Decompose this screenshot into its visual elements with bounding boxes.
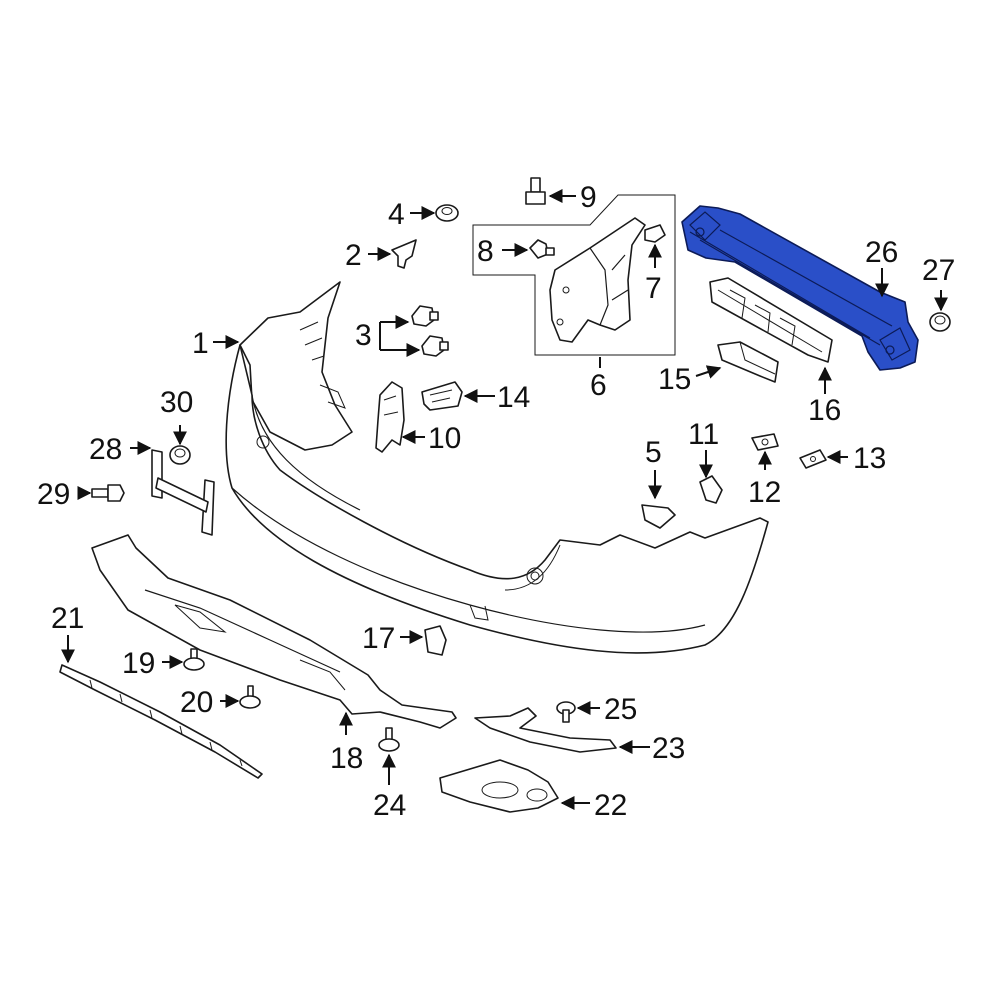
callout-9: 9 bbox=[580, 181, 597, 214]
callout-29: 29 bbox=[37, 478, 70, 511]
tailpipe-trim-part-22[interactable] bbox=[439, 759, 559, 813]
absorber-part-15[interactable] bbox=[717, 341, 779, 383]
sensor-part-12[interactable] bbox=[751, 433, 779, 451]
screw-part-25[interactable] bbox=[556, 701, 576, 723]
bumper-cover[interactable] bbox=[225, 281, 769, 654]
trim-part-23[interactable] bbox=[474, 707, 617, 753]
callout-22: 22 bbox=[594, 789, 627, 822]
clip-part-13[interactable] bbox=[799, 449, 827, 469]
callout-30: 30 bbox=[160, 386, 193, 419]
screws-part-3[interactable] bbox=[411, 305, 449, 357]
callout-24: 24 bbox=[373, 789, 406, 822]
plate-part-28[interactable] bbox=[151, 449, 215, 536]
callout-20: 20 bbox=[180, 686, 213, 719]
nut-part-30[interactable] bbox=[169, 445, 191, 465]
nut-part-27[interactable] bbox=[929, 312, 951, 332]
callout-7: 7 bbox=[645, 272, 662, 305]
pin-part-19[interactable] bbox=[183, 648, 205, 671]
callout-17: 17 bbox=[362, 622, 395, 655]
bolt-part-29[interactable] bbox=[91, 484, 125, 502]
leader-lines bbox=[61, 189, 948, 810]
callout-14: 14 bbox=[497, 381, 530, 414]
bracket-part-14[interactable] bbox=[421, 381, 463, 411]
nut-part-4[interactable] bbox=[435, 204, 459, 222]
lower-valance-part-18[interactable] bbox=[91, 534, 457, 729]
bolt-part-8[interactable] bbox=[529, 239, 555, 259]
callout-27: 27 bbox=[922, 254, 955, 287]
bracket-part-10[interactable] bbox=[375, 381, 405, 453]
callout-11: 11 bbox=[688, 418, 719, 451]
callout-19: 19 bbox=[122, 647, 155, 680]
callout-15: 15 bbox=[658, 363, 691, 396]
bolt-part-9[interactable] bbox=[525, 177, 546, 205]
callout-labels: 1 2 3 4 5 6 7 8 9 10 11 12 13 14 15 16 1… bbox=[37, 181, 955, 822]
callout-16: 16 bbox=[808, 394, 841, 427]
pin-part-20[interactable] bbox=[239, 685, 261, 709]
callout-23: 23 bbox=[652, 732, 685, 765]
callout-18: 18 bbox=[330, 742, 363, 775]
cap-part-17[interactable] bbox=[424, 625, 447, 656]
callout-10: 10 bbox=[428, 422, 461, 455]
callout-12: 12 bbox=[748, 476, 781, 509]
callout-21: 21 bbox=[51, 602, 84, 635]
side-bracket-part-6[interactable] bbox=[549, 217, 646, 343]
reinforcement-bar-part-26[interactable] bbox=[681, 205, 919, 371]
sensor-bracket-part-11[interactable] bbox=[699, 475, 723, 504]
callout-1: 1 bbox=[192, 327, 209, 360]
callout-25: 25 bbox=[604, 693, 637, 726]
callout-4: 4 bbox=[388, 198, 405, 231]
reflector-part-5[interactable] bbox=[641, 504, 676, 529]
callout-5: 5 bbox=[645, 436, 662, 469]
callout-6: 6 bbox=[590, 369, 607, 402]
callout-8: 8 bbox=[477, 235, 494, 268]
callout-13: 13 bbox=[853, 442, 886, 475]
callout-28: 28 bbox=[89, 433, 122, 466]
callout-3: 3 bbox=[355, 319, 372, 352]
bracket-box-part-6 bbox=[472, 194, 676, 356]
clip-part-2[interactable] bbox=[391, 239, 417, 269]
callout-26: 26 bbox=[865, 236, 898, 269]
molding-part-21[interactable] bbox=[59, 664, 263, 779]
clip-part-7[interactable] bbox=[644, 224, 666, 243]
pin-part-24[interactable] bbox=[378, 727, 400, 752]
absorber-part-16[interactable] bbox=[709, 277, 833, 363]
callout-2: 2 bbox=[345, 239, 362, 272]
